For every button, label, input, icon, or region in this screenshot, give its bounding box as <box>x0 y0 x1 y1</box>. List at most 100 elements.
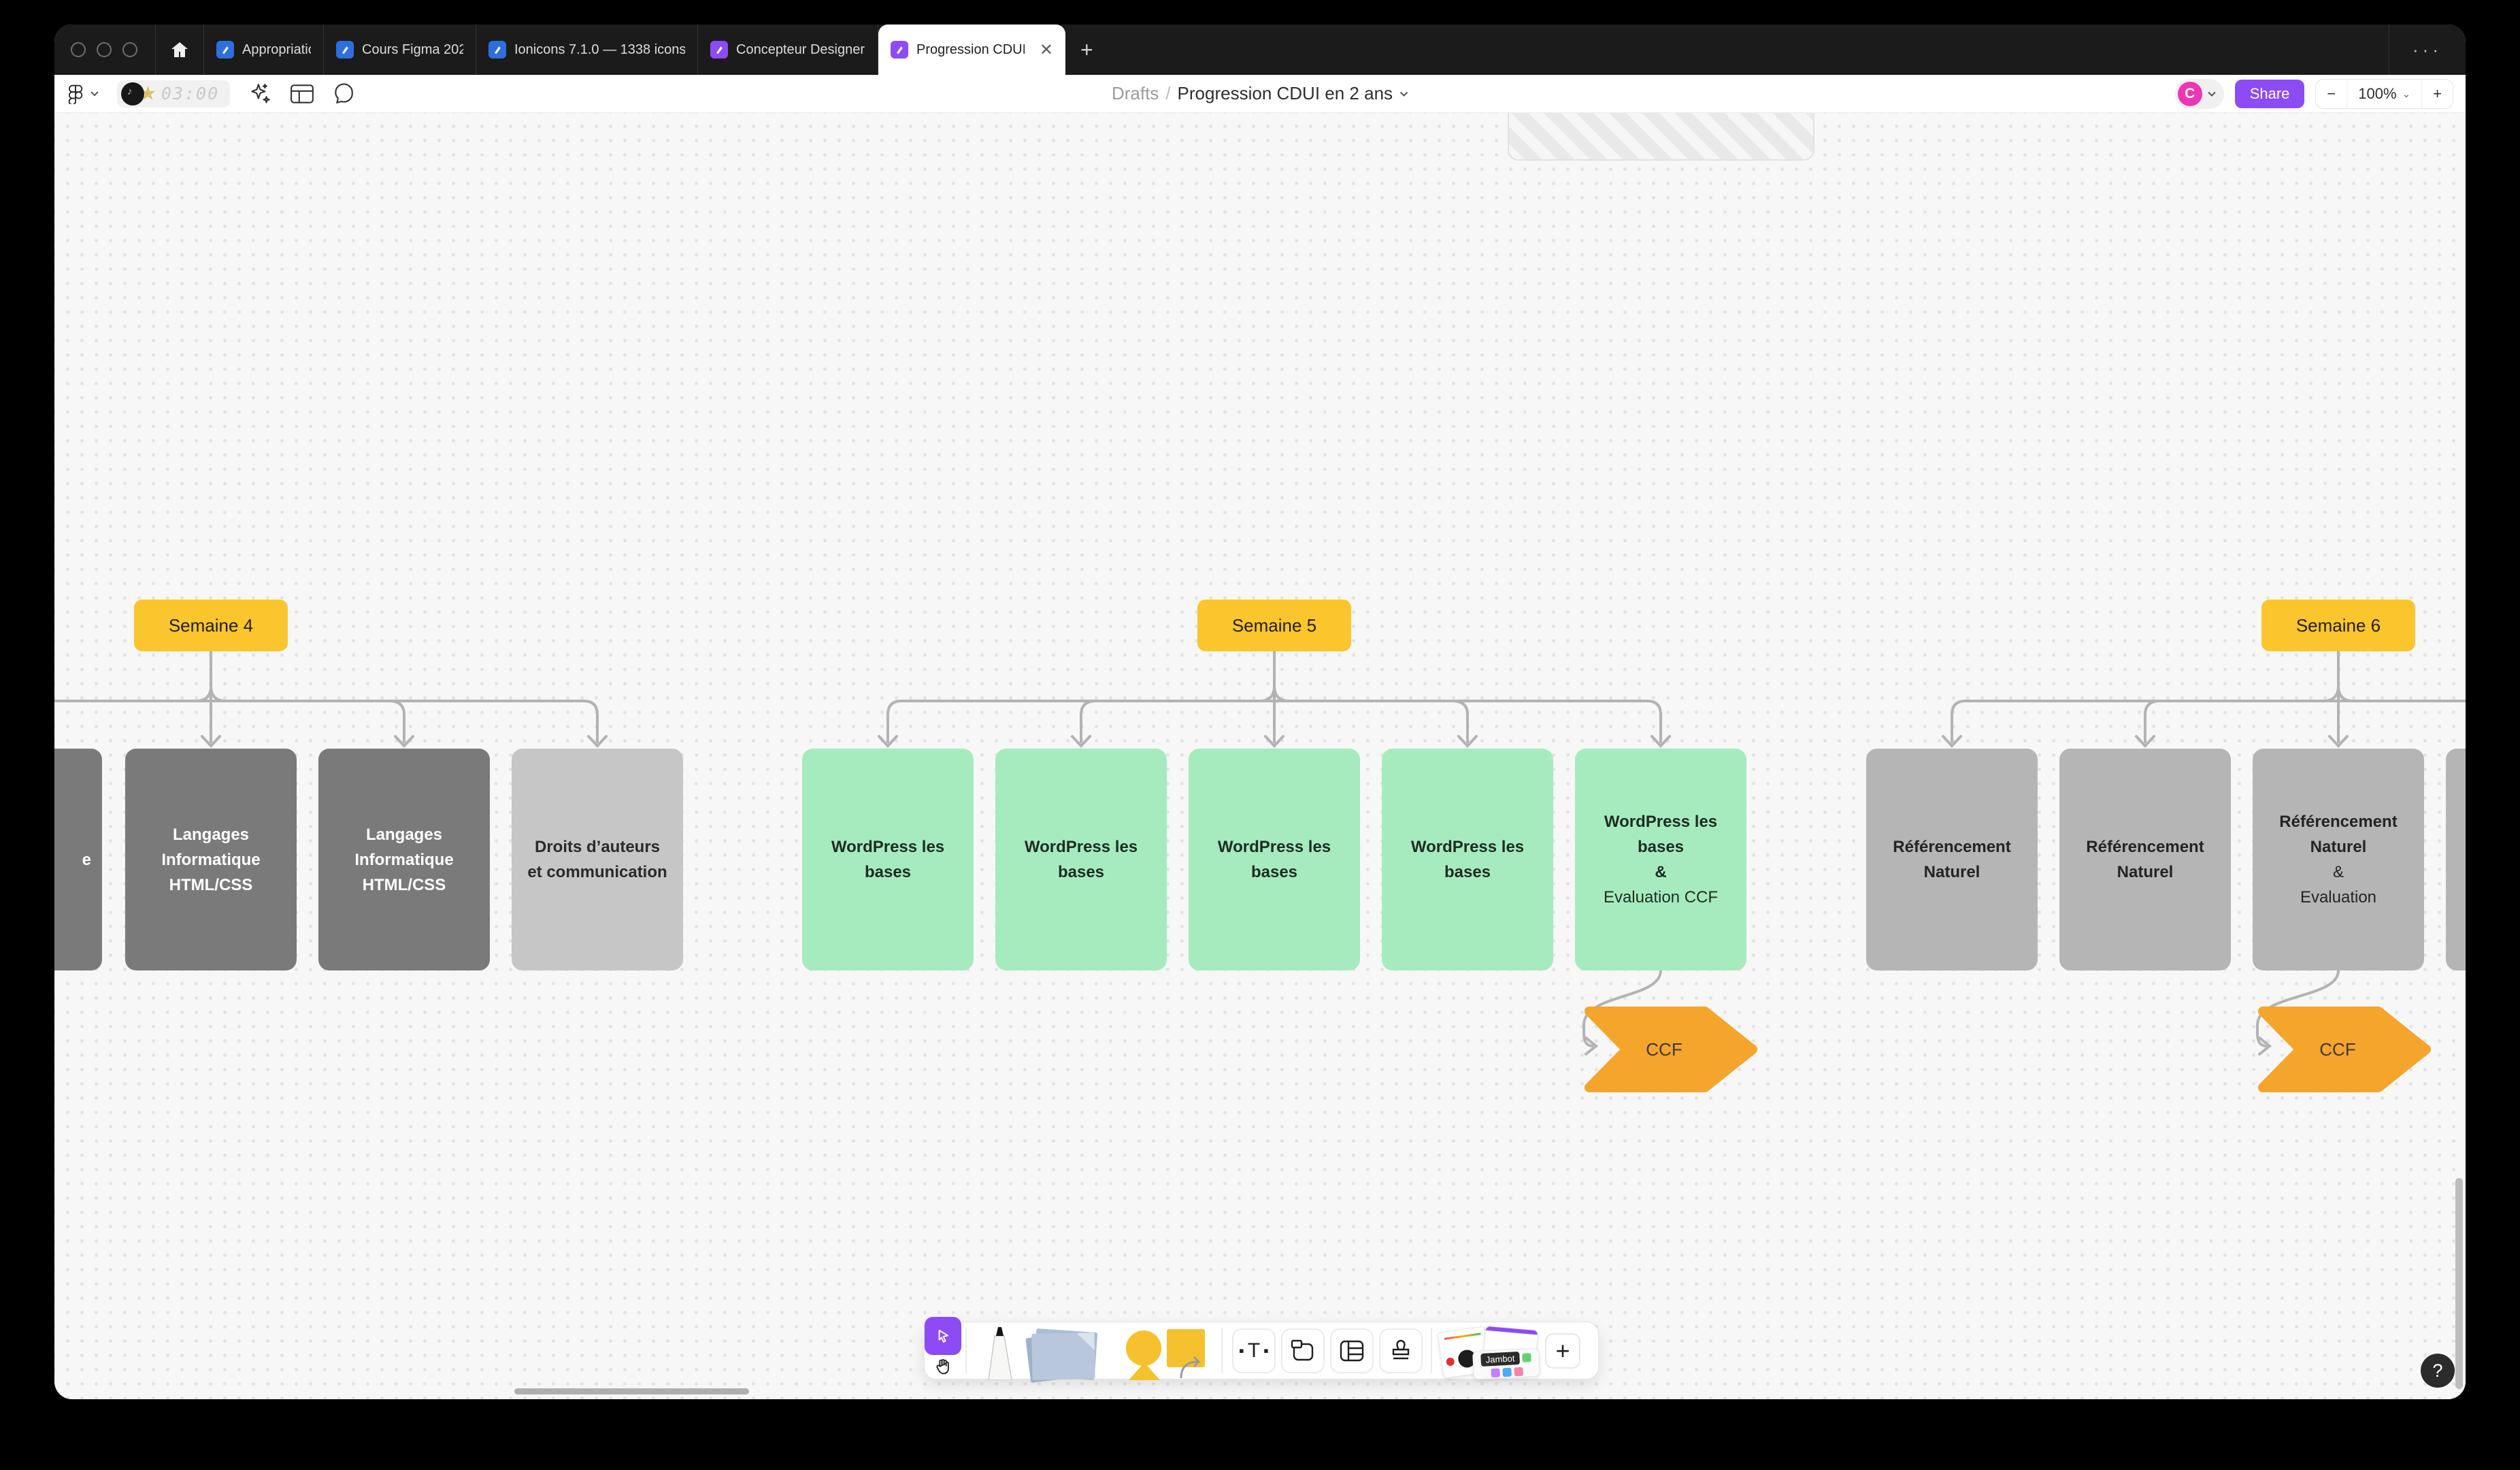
stamp-tool-button[interactable] <box>1379 1328 1423 1373</box>
course-block[interactable]: WordPress les bases <box>1189 749 1360 970</box>
template-thumbnail-jambot[interactable]: Jambot <box>1472 1348 1541 1380</box>
shape-ellipse-tool[interactable] <box>1126 1330 1161 1366</box>
week-header-week4[interactable]: Semaine 4 <box>134 600 288 651</box>
section-tool-button[interactable] <box>1281 1328 1325 1373</box>
more-tools-button[interactable]: + <box>1545 1333 1580 1369</box>
toolbar-left-group: ★ 03:00 <box>54 80 355 108</box>
marker-tool-button[interactable] <box>980 1325 1020 1380</box>
close-window-button[interactable] <box>71 42 86 57</box>
tab-3[interactable]: Ionicons 7.1.0 — 1338 icons pack (C <box>476 24 698 75</box>
course-block[interactable]: WordPress les bases <box>995 749 1167 970</box>
course-block-line: & <box>1655 863 1667 881</box>
toolbar-divider <box>965 1328 967 1373</box>
course-block[interactable] <box>2446 749 2466 970</box>
zoom-out-button[interactable]: − <box>2327 84 2336 102</box>
sticky-note-tool-button[interactable] <box>1025 1328 1101 1383</box>
mini-chart-decoration <box>1444 1333 1481 1340</box>
app-toolbar: ★ 03:00 Drafts / Progression CDUI en 2 a… <box>54 75 2466 113</box>
zoom-window-button[interactable] <box>122 42 137 57</box>
stamp-icon <box>1392 1339 1410 1360</box>
share-button[interactable]: Share <box>2234 79 2305 108</box>
jambot-badge: Jambot <box>1480 1351 1520 1367</box>
ai-sparkle-icon[interactable] <box>248 82 272 106</box>
hand-tool-button[interactable] <box>930 1355 957 1378</box>
hatched-placeholder-shape[interactable] <box>1508 113 1814 161</box>
tab-label: Ionicons 7.1.0 — 1338 icons pack (C <box>514 42 685 57</box>
table-icon <box>1340 1340 1364 1362</box>
table-tool-button[interactable] <box>1330 1328 1374 1373</box>
course-block-line: Référencement <box>2279 813 2398 831</box>
hand-icon <box>936 1358 949 1375</box>
camera-red-dot <box>1445 1357 1455 1367</box>
color-tile <box>1490 1368 1500 1378</box>
home-icon <box>171 42 188 57</box>
horizontal-scrollbar[interactable] <box>514 1388 749 1394</box>
figma-file-icon <box>710 41 728 59</box>
tab-2[interactable]: Cours Figma 2023 <box>324 24 476 75</box>
zoom-level-value: 100% <box>2358 84 2397 102</box>
close-tab-icon[interactable]: ✕ <box>1039 40 1053 59</box>
course-block[interactable]: WordPress les bases <box>802 749 974 970</box>
vertical-scrollbar[interactable] <box>2455 1178 2463 1389</box>
course-block[interactable]: e <box>54 749 102 970</box>
ccf-arrow-shape[interactable] <box>2258 1007 2431 1092</box>
shape-triangle-tool[interactable] <box>1129 1362 1160 1380</box>
week-header-week6[interactable]: Semaine 6 <box>2261 600 2415 651</box>
window-controls <box>54 24 155 75</box>
toolbar-right-group: C Share − 100% ⌄ + <box>2174 78 2466 109</box>
chevron-down-icon <box>90 91 99 97</box>
account-menu[interactable]: C <box>2174 78 2224 109</box>
tab-overflow-menu-button[interactable]: ··· <box>2389 24 2466 75</box>
tab-4[interactable]: Concepteur Designer UI <box>698 24 878 75</box>
course-block-line: Naturel <box>2117 863 2174 881</box>
course-block-line: WordPress les bases <box>831 838 945 881</box>
course-block-line: Informatique <box>161 850 261 869</box>
zoom-in-button[interactable]: + <box>2433 84 2442 102</box>
figma-logo-icon <box>68 84 83 104</box>
figma-app-window: Appropriation Cours Figma 2023 Ionicons 7.… <box>54 24 2466 1399</box>
select-tool-button[interactable] <box>925 1317 961 1355</box>
tab-5[interactable]: Progression CDUI en 2 ans ✕ <box>878 24 1065 75</box>
course-block[interactable]: WordPress les bases <box>1382 749 1553 970</box>
comment-bubble-icon[interactable] <box>332 83 355 105</box>
breadcrumb-file-name[interactable]: Progression CDUI en 2 ans <box>1177 83 1393 103</box>
figjam-toolbar: ▪T▪ <box>924 1317 1599 1383</box>
course-block[interactable]: WordPress les bases&Evaluation CCF <box>1575 749 1746 970</box>
connector-arrow-tool[interactable] <box>1178 1355 1209 1379</box>
color-tile <box>1513 1367 1523 1377</box>
new-tab-button[interactable]: + <box>1080 37 1093 62</box>
course-block-line: Naturel <box>2310 838 2367 856</box>
breadcrumb-folder[interactable]: Drafts <box>1111 83 1159 103</box>
music-record-icon <box>121 82 144 105</box>
text-tool-button[interactable]: ▪T▪ <box>1232 1328 1276 1373</box>
course-block-line: Langages <box>365 825 443 844</box>
course-block-line: WordPress les bases <box>1024 838 1138 881</box>
zoom-controls: − 100% ⌄ + <box>2315 78 2453 109</box>
chevron-down-icon <box>2207 91 2216 97</box>
figma-file-icon <box>336 41 354 59</box>
templates-layout-icon[interactable] <box>290 84 314 104</box>
course-block-line: Evaluation CCF <box>1603 888 1719 906</box>
ccf-arrow-shape[interactable] <box>1585 1007 1757 1092</box>
breadcrumb-separator: / <box>1165 83 1171 103</box>
tab-label: Appropriation <box>242 42 311 57</box>
home-tab-button[interactable] <box>155 24 204 75</box>
zoom-level-menu[interactable]: 100% ⌄ <box>2347 79 2423 108</box>
tab-1[interactable]: Appropriation <box>204 24 324 75</box>
tab-label: Progression CDUI en 2 ans <box>916 42 1025 57</box>
timer-widget[interactable]: ★ 03:00 <box>117 80 231 108</box>
week-header-week5[interactable]: Semaine 5 <box>1197 600 1351 651</box>
main-menu-button[interactable] <box>67 84 99 104</box>
file-menu-chevron-icon[interactable] <box>1399 91 1408 97</box>
minimize-window-button[interactable] <box>97 42 112 57</box>
tab-label: Concepteur Designer UI <box>736 42 865 57</box>
help-button[interactable]: ? <box>2421 1354 2455 1388</box>
course-block-line: Naturel <box>1923 863 1980 881</box>
